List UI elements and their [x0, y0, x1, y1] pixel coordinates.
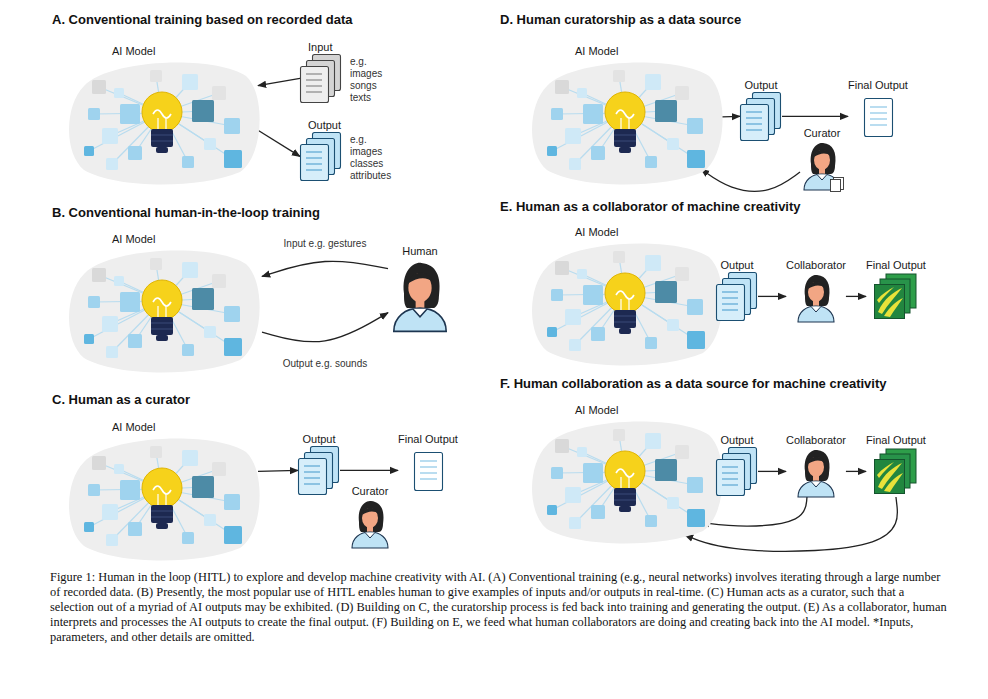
- person-icon: [348, 498, 392, 548]
- node-label: Output: [300, 118, 341, 132]
- model-label: AI Model: [525, 403, 618, 417]
- example-note: e.g. images songs texts: [350, 56, 382, 104]
- document-stack-icon: [740, 92, 782, 142]
- node-label: Output: [744, 78, 777, 92]
- panel-title: C. Human as a curator: [52, 392, 190, 407]
- figure-caption: Figure 1: Human in the loop (HITL) to ex…: [50, 570, 950, 645]
- final-document: Final Output: [848, 78, 908, 142]
- artwork-icon: [874, 272, 918, 322]
- final-artwork: Final Output: [866, 433, 926, 497]
- model-label: AI Model: [62, 232, 155, 246]
- ai-model: AI Model: [62, 232, 262, 371]
- ai-model-illustration: [62, 58, 262, 183]
- document-stack-icon: [298, 446, 340, 496]
- node-label: Final Output: [866, 433, 926, 447]
- document-stack: Output: [298, 432, 340, 496]
- person-figure: Curator: [348, 484, 392, 548]
- artwork-icon: [874, 447, 918, 497]
- curator-figure: Curator: [800, 126, 844, 190]
- flow-arrow: [258, 470, 298, 471]
- flow-arrow: [262, 313, 388, 342]
- person-icon: [794, 272, 838, 322]
- edge-label: Input e.g. gestures: [282, 238, 369, 250]
- model-label: AI Model: [525, 44, 618, 58]
- node-label: Final Output: [848, 78, 908, 92]
- person-icon: [800, 140, 844, 190]
- flow-arrow: [846, 471, 866, 472]
- node-label: Collaborator: [786, 258, 846, 272]
- final-artwork: Final Output: [866, 258, 926, 322]
- flow-arrow: [258, 78, 300, 85]
- final-document: Final Output: [398, 432, 458, 496]
- document-icon: [860, 92, 896, 142]
- flow-arrow: [846, 296, 866, 297]
- flow-arrow: [340, 470, 398, 471]
- ai-model-illustration: [62, 434, 262, 559]
- node-label: Final Output: [866, 258, 926, 272]
- flow-arrow: [701, 169, 800, 191]
- flow-arrow: [262, 261, 388, 276]
- person-figure: Collaborator: [786, 258, 846, 322]
- node-label: Human: [402, 244, 437, 258]
- document-stack: Output: [716, 433, 758, 497]
- person-icon: [388, 258, 452, 332]
- example-note: e.g. images classes attributes: [350, 134, 391, 182]
- document-stack: Output: [740, 78, 782, 142]
- document-stack: Output e.g. images classes attributes: [300, 118, 391, 182]
- document-icon: [410, 446, 446, 496]
- person-icon: [794, 447, 838, 497]
- document-stack: Output: [716, 258, 758, 322]
- node-label: Output: [302, 432, 335, 446]
- ai-model-illustration: [525, 417, 725, 542]
- node-label: Final Output: [398, 432, 458, 446]
- model-label: AI Model: [62, 420, 155, 434]
- node-label: Input: [300, 40, 332, 54]
- document-stack-icon: [716, 447, 758, 497]
- flow-arrow: [722, 116, 740, 118]
- ai-model: AI Model: [62, 44, 262, 183]
- panel-title: D. Human curatorship as a data source: [500, 12, 741, 27]
- node-label: Collaborator: [786, 433, 846, 447]
- flow-arrow: [758, 296, 786, 297]
- ai-model: AI Model: [525, 403, 725, 542]
- node-label: Output: [720, 433, 753, 447]
- node-label: Curator: [352, 484, 389, 498]
- panel-title: E. Human as a collaborator of machine cr…: [500, 199, 801, 214]
- panel-title: A. Conventional training based on record…: [52, 12, 353, 27]
- node-label: Output: [720, 258, 753, 272]
- document-stack-icon: [300, 54, 342, 104]
- ai-model: AI Model: [525, 225, 725, 364]
- ai-model: AI Model: [525, 44, 725, 183]
- ai-model-illustration: [525, 239, 725, 364]
- person-figure: Human: [388, 244, 452, 332]
- flow-arrow: [782, 116, 848, 117]
- model-label: AI Model: [62, 44, 155, 58]
- person-figure: Collaborator: [786, 433, 846, 497]
- document-stack: Input e.g. images songs texts: [300, 40, 382, 104]
- edge-label: Output e.g. sounds: [281, 358, 370, 370]
- ai-model-illustration: [525, 58, 725, 183]
- document-stack-icon: [716, 272, 758, 322]
- model-label: AI Model: [525, 225, 618, 239]
- flow-arrow: [258, 130, 300, 156]
- panel-title: B. Conventional human-in-the-loop traini…: [52, 205, 320, 220]
- panel-title: F. Human collaboration as a data source …: [500, 376, 887, 391]
- ai-model-illustration: [62, 246, 262, 371]
- document-stack-icon: [300, 132, 342, 182]
- node-label: Curator: [804, 126, 841, 140]
- ai-model: AI Model: [62, 420, 262, 559]
- flow-arrow: [758, 471, 786, 472]
